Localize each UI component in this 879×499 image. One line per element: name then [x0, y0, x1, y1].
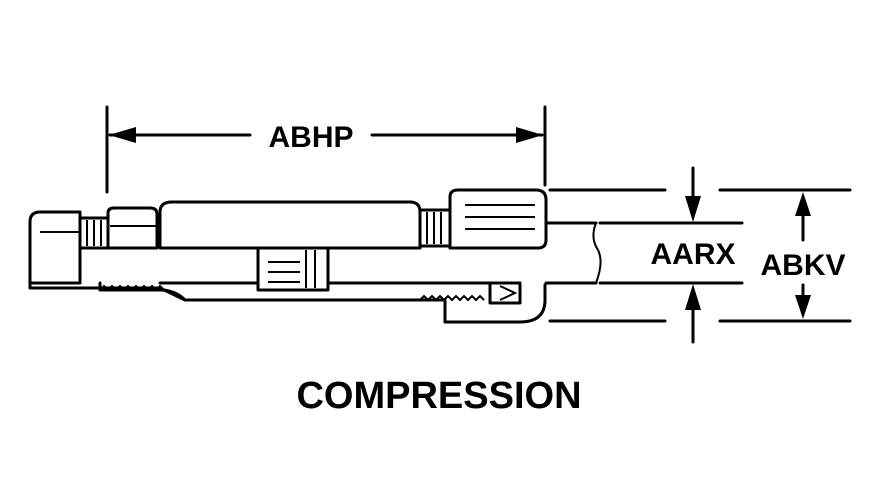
- abkv-label: ABKV: [760, 249, 845, 282]
- abkv-dimension: ABKV: [548, 188, 852, 323]
- abhp-label: ABHP: [268, 121, 353, 154]
- diagram-caption: COMPRESSION: [296, 375, 581, 417]
- abkv-arrow-bottom: [795, 295, 811, 319]
- abhp-dimension: ABHP: [105, 105, 547, 194]
- aarx-label: AARX: [650, 238, 735, 271]
- abhp-arrow-left: [109, 127, 136, 143]
- inner-nut: [256, 246, 330, 292]
- tube-break: [592, 222, 602, 284]
- aarx-dimension: AARX: [598, 166, 744, 344]
- ferrule: [488, 281, 522, 305]
- abhp-arrow-right: [516, 127, 543, 143]
- left-hex-nut: [106, 206, 159, 250]
- right-compression-nut: [448, 188, 548, 250]
- aarx-arrow-top: [685, 196, 701, 222]
- fitting-body: [28, 188, 602, 324]
- cutaway-thread-left: [98, 281, 187, 302]
- thread-teeth-right: [419, 294, 485, 302]
- thread-teeth-left: [99, 284, 165, 292]
- ferrule-cone: [499, 285, 518, 301]
- aarx-arrow-bottom: [685, 284, 701, 310]
- left-end-nut: [28, 210, 82, 285]
- main-tube: [158, 200, 422, 250]
- abkv-arrow-top: [795, 192, 811, 216]
